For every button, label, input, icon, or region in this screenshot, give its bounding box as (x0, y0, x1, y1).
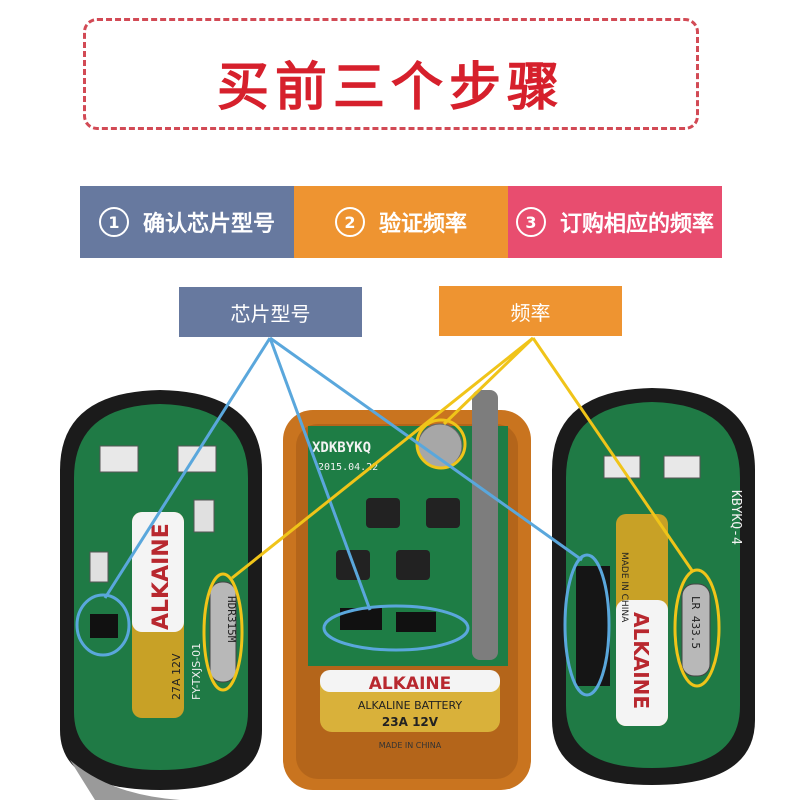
step-2-number: 2 (334, 207, 365, 237)
right-chip-highlight (563, 553, 611, 697)
left-chip-highlight (75, 593, 131, 657)
step-3-label: 订购相应的频率 (559, 212, 714, 237)
middle-battery-brand: ALKAINE (369, 674, 452, 694)
right-freq-highlight (673, 568, 721, 688)
middle-chip-highlight (322, 604, 470, 652)
frequency-label: 频率 (439, 286, 622, 336)
middle-board-text: XDKBYKQ (312, 440, 371, 456)
chip-model-label: 芯片型号 (179, 287, 362, 337)
right-battery-brand: ALKAINE (629, 612, 653, 709)
right-battery: ALKAINE MADE IN CHINA (616, 514, 668, 726)
frequency-callout-lines (231, 336, 695, 580)
middle-battery-line: ALKALINE BATTERY (358, 699, 463, 712)
left-freq-highlight (202, 572, 244, 692)
right-board-text: KBYKQ-4 (728, 490, 743, 545)
middle-battery: ALKAINE ALKALINE BATTERY 23A 12V (320, 670, 500, 732)
right-made-in: MADE IN CHINA (619, 552, 629, 623)
chip-callout-lines (103, 336, 583, 611)
step-1: 1 确认芯片型号 (80, 186, 294, 258)
left-remote: ALKAINE 27A 12V HDR315M FY-TXJS-01 (60, 390, 262, 800)
title-frame: 买前三个步骤 (83, 18, 699, 130)
step-1-number: 1 (98, 207, 129, 237)
step-3-number: 3 (515, 207, 546, 237)
left-battery-brand: ALKAINE (149, 523, 174, 630)
left-battery-model: 27A 12V (170, 653, 183, 700)
middle-date-text: 2015.04.22 (318, 462, 378, 473)
left-battery: ALKAINE 27A 12V (132, 512, 184, 718)
page-title: 买前三个步骤 (216, 58, 565, 118)
left-board-text: FY-TXJS-01 (190, 643, 203, 700)
right-chip-text: LR 433.5 (689, 596, 702, 649)
middle-battery-model: 23A 12V (382, 715, 439, 729)
step-2: 2 验证频率 (294, 186, 508, 258)
middle-made-in: MADE IN CHINA (379, 741, 442, 750)
step-3: 3 订购相应的频率 (508, 186, 722, 258)
left-chip-text: HDR315M (225, 596, 238, 643)
step-1-label: 确认芯片型号 (142, 212, 275, 237)
step-2-label: 验证频率 (378, 212, 467, 237)
steps-bar: 1 确认芯片型号 2 验证频率 3 订购相应的频率 (80, 186, 722, 258)
right-remote: KBYKQ-4 ALKAINE MADE IN CHINA LR 433.5 (552, 388, 755, 785)
middle-remote: XDKBYKQ 2015.04.22 ALKAINE ALKALINE BATT… (283, 390, 531, 790)
